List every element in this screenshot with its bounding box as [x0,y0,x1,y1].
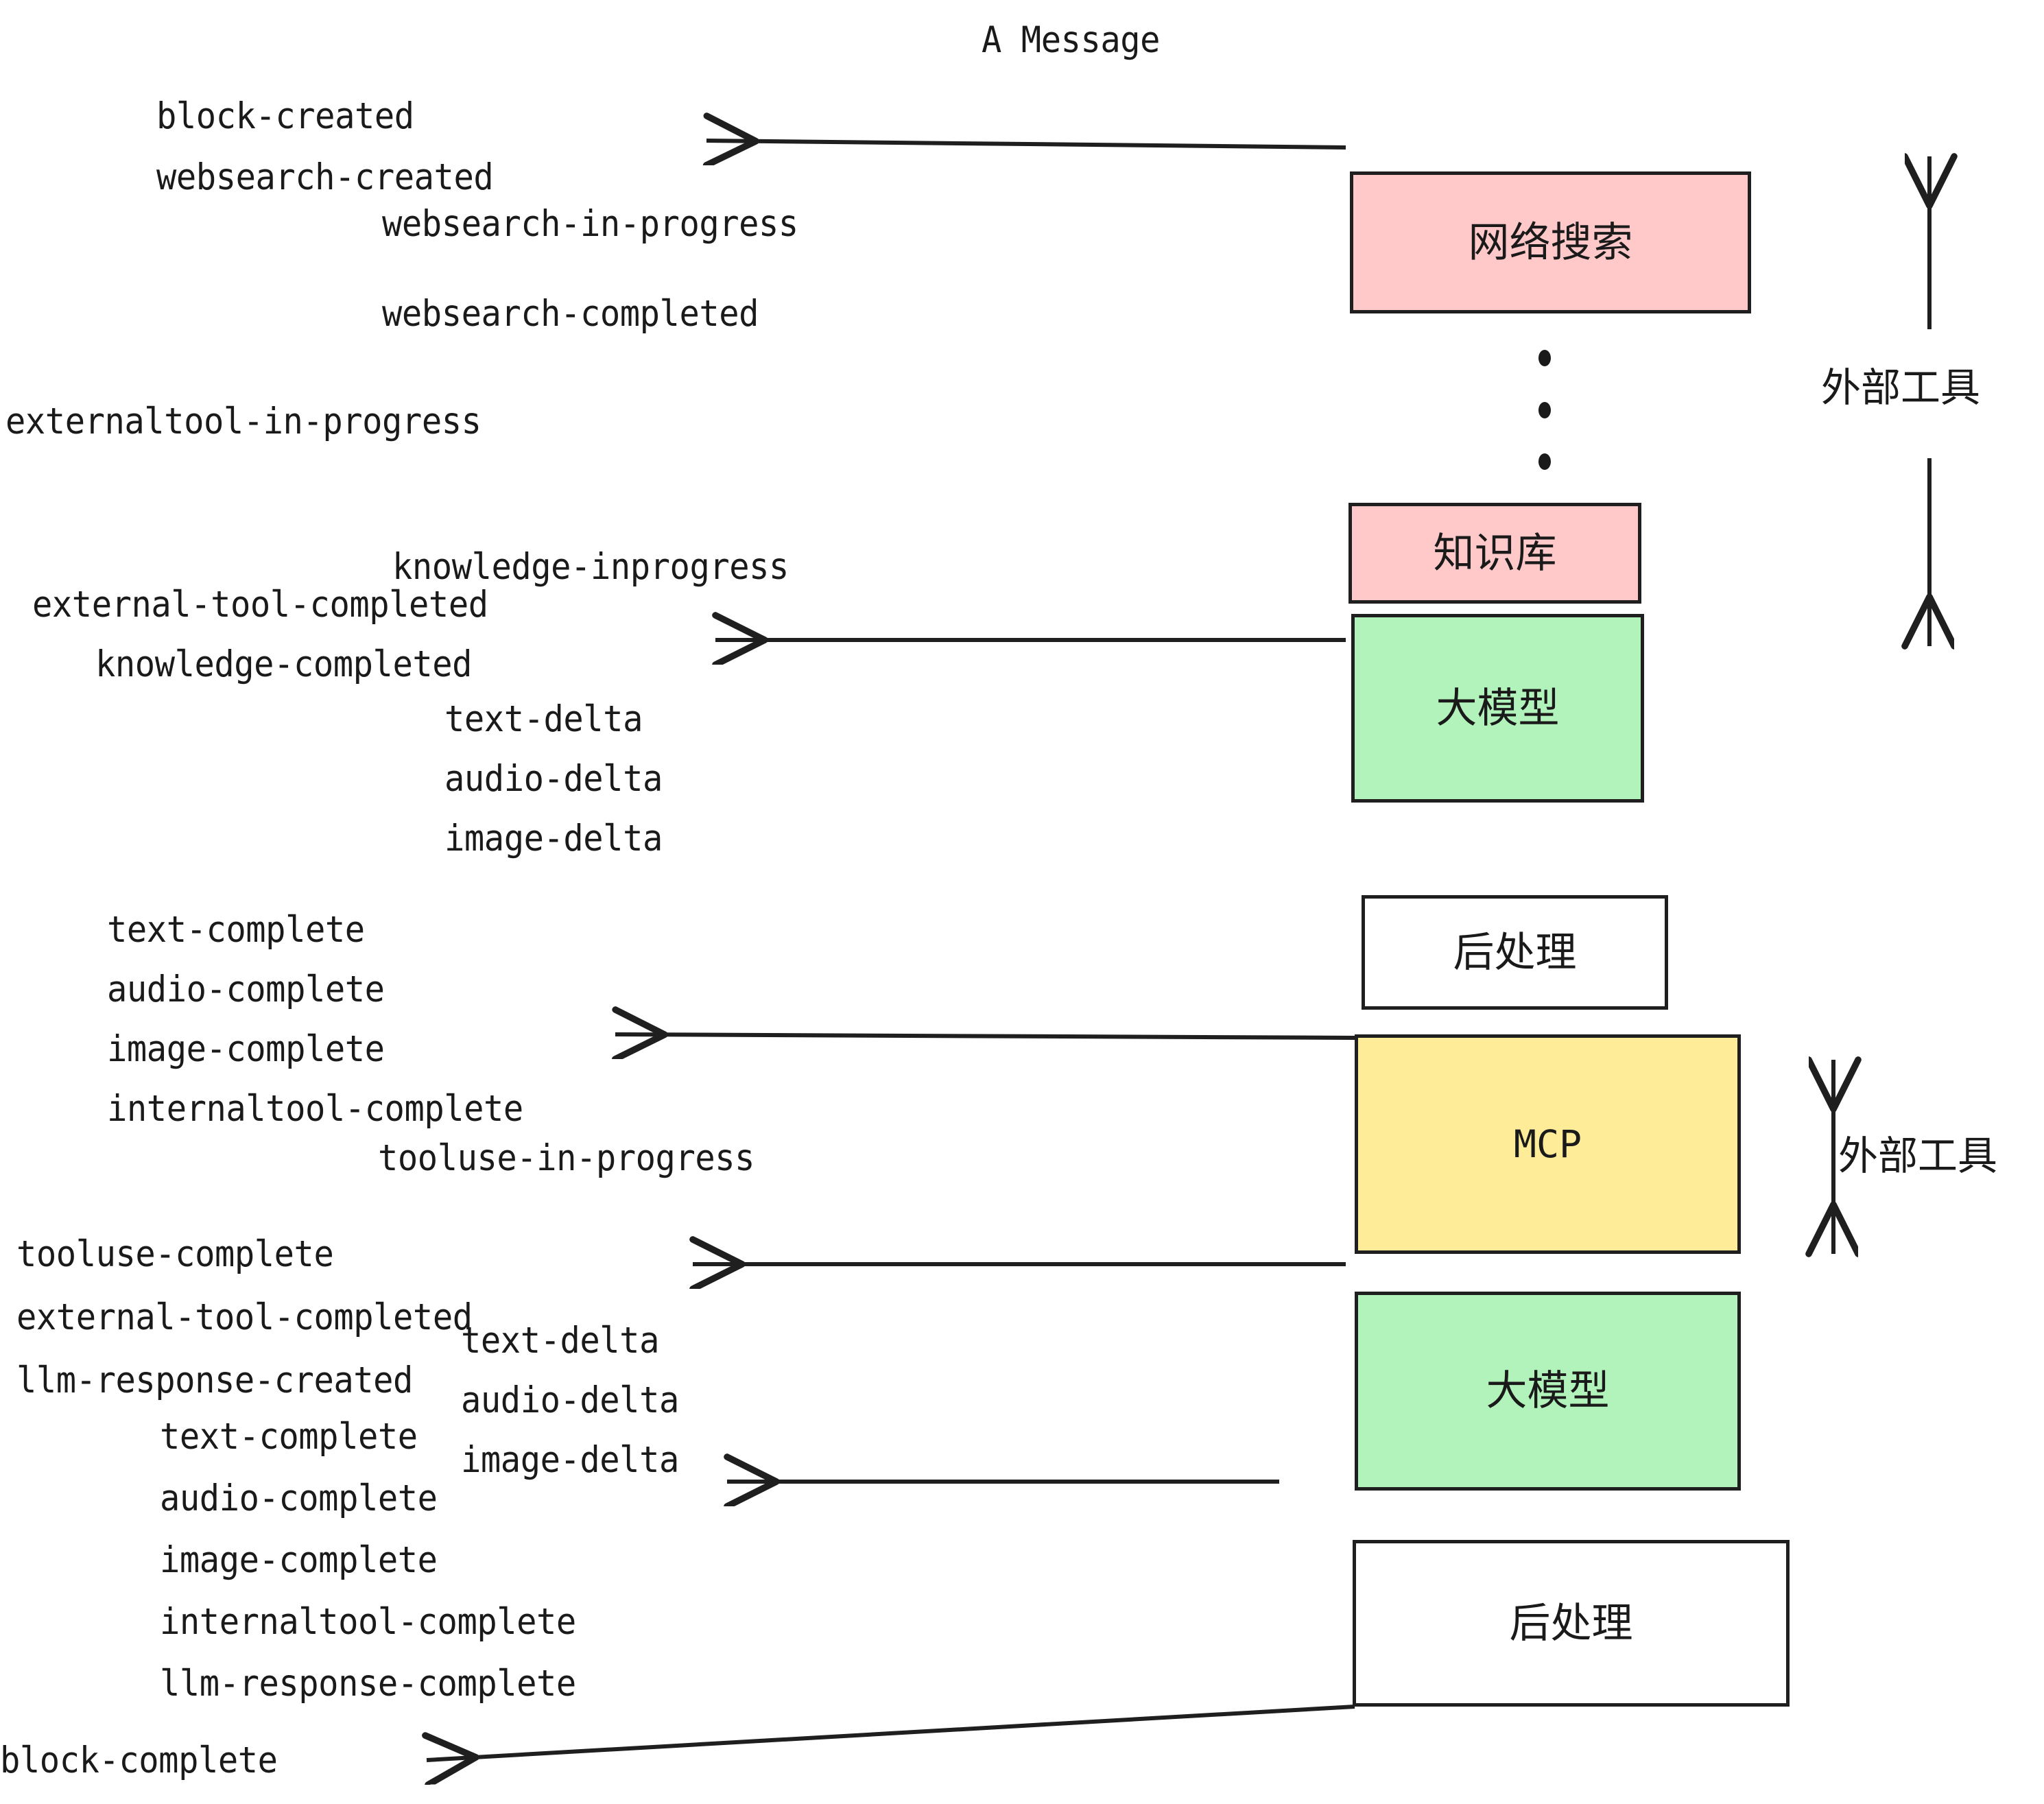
event-label-text-complete-2: text-complete [160,1416,418,1458]
node-postprocess-first-label: 后处理 [1453,928,1577,977]
event-label-knowledge-inprogress: knowledge-inprogress [392,546,789,588]
event-label-llm-response-created: llm-response-created [16,1360,413,1401]
event-label-audio-complete-2: audio-complete [160,1477,438,1519]
event-label-websearch-created: websearch-created [156,156,494,198]
event-label-image-complete-2: image-complete [160,1539,438,1581]
node-llm-first-label: 大模型 [1436,684,1560,733]
arrow-websearch-to-created [706,141,1346,147]
event-label-audio-delta-1: audio-delta [444,758,663,800]
event-label-audio-delta-2: audio-delta [461,1379,679,1421]
event-label-websearch-in-progress: websearch-in-progress [382,203,798,245]
vertical-ellipsis [1538,350,1552,470]
event-label-external-tool-completed-2: external-tool-completed [16,1296,473,1338]
event-label-audio-complete-1: audio-complete [107,969,385,1010]
node-llm-second[interactable]: 大模型 [1355,1292,1741,1491]
event-label-image-delta-2: image-delta [461,1439,679,1481]
event-label-block-created: block-created [156,95,414,137]
event-label-llm-response-complete: llm-response-complete [160,1663,576,1705]
event-label-tooluse-in-progress: tooluse-in-progress [378,1137,755,1179]
diagram-title: A Message [982,19,1161,61]
event-label-internaltool-complete-1: internaltool-complete [107,1088,523,1130]
event-label-text-complete-1: text-complete [107,909,365,951]
event-label-externaltool-in-progress: externaltool-in-progress [5,401,482,442]
node-llm-second-label: 大模型 [1486,1367,1610,1415]
event-label-knowledge-completed: knowledge-completed [95,643,473,685]
event-label-external-tool-completed-1: external-tool-completed [32,584,488,626]
event-label-text-delta-2: text-delta [461,1320,659,1362]
arrow-post2-to-block-complete [427,1705,1355,1760]
event-label-text-delta-1: text-delta [444,698,643,740]
ellipsis-dot [1538,401,1551,418]
event-label-image-complete-1: image-complete [107,1028,385,1070]
arrow-post1-to-image-complete [615,1034,1355,1038]
node-mcp[interactable]: MCP [1355,1034,1741,1254]
node-websearch[interactable]: 网络搜索 [1350,171,1751,313]
event-label-internaltool-complete-2: internaltool-complete [160,1601,576,1643]
node-postprocess-second-label: 后处理 [1509,1599,1633,1648]
node-postprocess-second[interactable]: 后处理 [1353,1540,1790,1707]
external-tools-upper-label: 外部工具 [1821,364,1981,411]
event-label-websearch-completed: websearch-completed [382,293,759,335]
node-websearch-label: 网络搜索 [1468,218,1633,267]
node-knowledge[interactable]: 知识库 [1348,503,1641,604]
node-mcp-label: MCP [1513,1121,1582,1166]
event-label-tooluse-complete: tooluse-complete [16,1233,334,1275]
node-postprocess-first[interactable]: 后处理 [1362,895,1668,1010]
external-tools-lower-label: 外部工具 [1838,1132,1998,1179]
ellipsis-dot [1538,453,1551,470]
node-knowledge-label: 知识库 [1433,529,1557,578]
ellipsis-dot [1538,350,1551,366]
event-label-block-complete: block-complete [0,1740,278,1781]
event-label-image-delta-1: image-delta [444,818,663,859]
node-llm-first[interactable]: 大模型 [1351,614,1644,803]
